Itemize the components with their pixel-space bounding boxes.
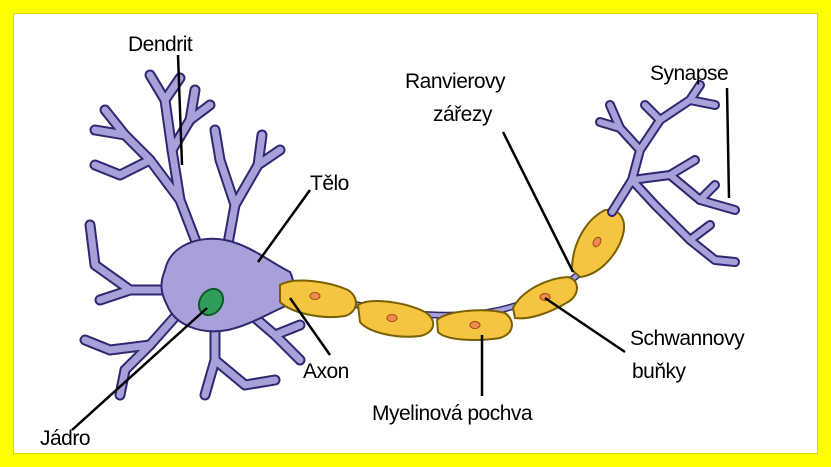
leader-line-telo [258,190,310,262]
label-axon: Axon [303,360,349,383]
label-schwann-line2: buňky [632,360,687,383]
label-ranvier-line1: Ranvierovy [405,70,506,93]
leader-line-synapse [727,88,729,198]
label-dendrit: Dendrit [128,33,193,56]
schwann-cell [572,210,624,277]
label-schwann-line1: Schwannovy [630,327,745,350]
leader-line-ranvier [503,132,573,272]
label-myelin: Myelinová pochva [372,402,533,425]
schwann-cell [358,301,433,337]
leader-line-jadro [72,308,207,430]
leader-line-schwann [545,298,625,352]
label-telo: Tělo [310,172,349,195]
label-jadro: Jádro [40,427,90,450]
schwann-cell [437,310,512,340]
cell-body [161,239,293,332]
label-ranvier-line2: zářezy [433,103,493,126]
label-synapse: Synapse [650,62,728,85]
